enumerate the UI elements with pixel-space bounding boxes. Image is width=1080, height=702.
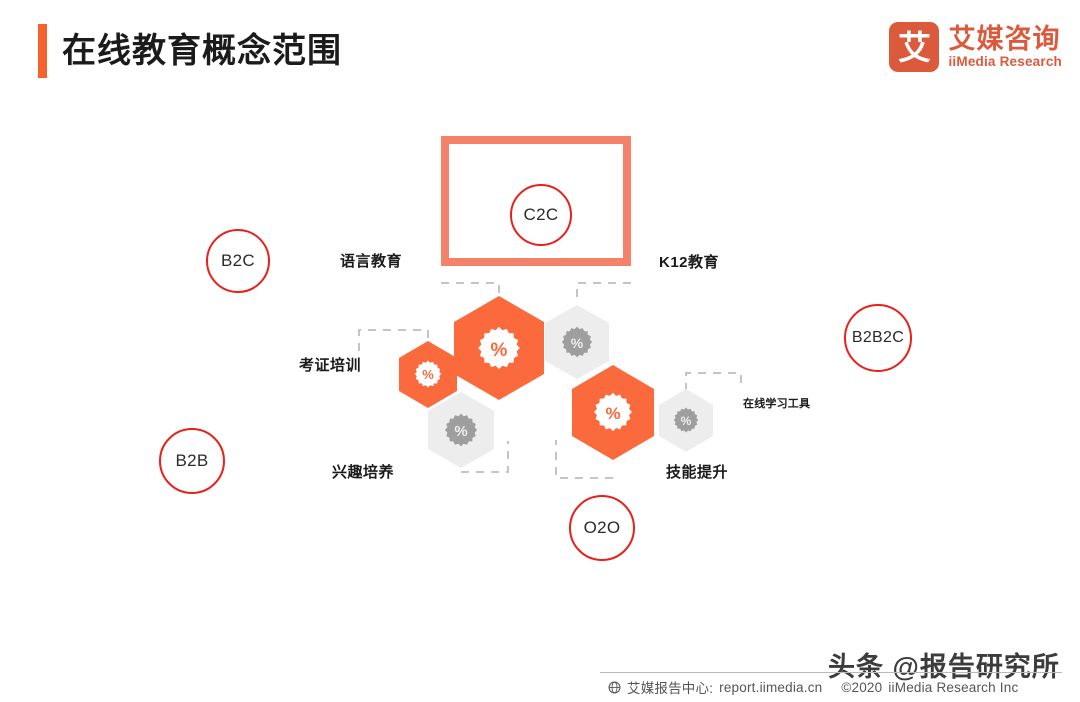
bubble-b2b2c-label: B2B2C (851, 329, 905, 346)
bubble-b2b-label: B2B (175, 451, 209, 470)
hexagon-skill-improvement: % (572, 365, 654, 460)
hexagon-language-education: % (454, 296, 544, 400)
focus-rectangle (441, 136, 631, 266)
svg-text:%: % (605, 404, 620, 423)
hexagon-interest: % (428, 392, 494, 468)
bubble-c2c[interactable]: C2C (510, 184, 572, 246)
svg-text:%: % (571, 335, 584, 351)
footer: 艾媒报告中心: report.iimedia.cn ©2020 iiMedia … (608, 677, 1018, 697)
label-language-education: 语言教育 (340, 253, 403, 270)
globe-icon (608, 681, 621, 693)
footer-source-label: 艾媒报告中心: (627, 681, 714, 696)
hexagon-cluster: % % % (399, 296, 713, 468)
hexagon-certification: % (399, 341, 457, 408)
bubble-b2b2c[interactable]: B2B2C (844, 304, 912, 372)
hexagon-online-tools: % (659, 389, 713, 452)
logo-mark-icon: 艾 (889, 22, 940, 72)
svg-text:%: % (454, 423, 467, 440)
page-title: 在线教育概念范围 (62, 32, 342, 70)
hexagon-k12: % (545, 305, 609, 379)
bubble-c2c-label: C2C (523, 205, 559, 224)
footer-url[interactable]: report.iimedia.cn (719, 679, 823, 695)
bubble-b2c[interactable]: B2C (206, 229, 270, 293)
bubble-b2b[interactable]: B2B (159, 428, 225, 494)
title-accent-bar (38, 24, 47, 78)
label-k12-education: K12教育 (659, 254, 720, 271)
connector-lines (358, 282, 742, 479)
footer-divider (600, 672, 1062, 673)
footer-company: iiMedia Research Inc (888, 679, 1019, 695)
logo-name-cn: 艾媒咨询 (948, 23, 1061, 54)
svg-text:%: % (491, 340, 508, 361)
svg-text:%: % (681, 414, 692, 428)
label-certification-training: 考证培训 (299, 357, 362, 374)
svg-text:%: % (422, 367, 434, 382)
logo-name-en: iiMedia Research (948, 53, 1062, 69)
label-skill-improvement: 技能提升 (666, 464, 729, 481)
footer-copyright: ©2020 (841, 679, 883, 695)
bubble-b2c-label: B2C (221, 251, 255, 270)
label-online-learning-tools: 在线学习工具 (743, 398, 811, 410)
bubble-o2o[interactable]: O2O (569, 495, 635, 561)
watermark: 头条 @报告研究所 (828, 652, 1060, 682)
label-interest-cultivation: 兴趣培养 (332, 464, 395, 481)
brand-logo: 艾 艾媒咨询 iiMedia Research (889, 22, 1062, 72)
bubble-o2o-label: O2O (583, 518, 621, 537)
logo-text: 艾媒咨询 iiMedia Research (948, 23, 1062, 70)
